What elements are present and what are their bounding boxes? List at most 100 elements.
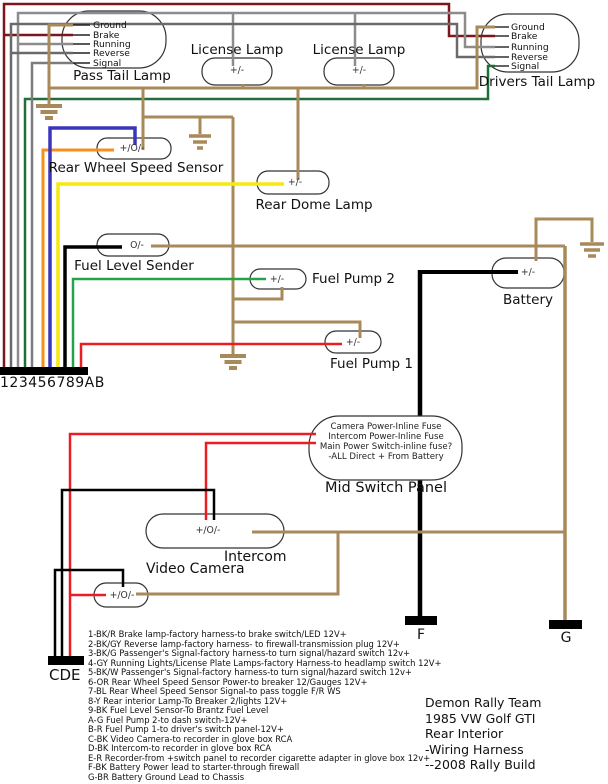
drivers-pin-brake: Brake [511,30,538,42]
wire-ground-fuel-pump-1 [233,320,362,338]
license-lamp-2-label: License Lamp [312,42,406,58]
chassis-ground-symbols [36,104,604,370]
license-lamp-1-label: License Lamp [190,42,284,58]
legend-line: 7-BL Rear Wheel Speed Sensor Signal-to p… [88,686,341,696]
video-camera-label: Video Camera [146,561,245,577]
title-line: -Wiring Harness [425,741,524,757]
connector-bars [0,367,582,665]
wire-ground-pass [47,23,73,106]
license-lamp-2-terminal: +/- [351,65,367,76]
drivers-pin-ground: Ground [511,21,545,33]
wire-reverse-main [9,22,495,369]
legend-line: D-BK Intercom-to recorder in glove box R… [88,743,272,753]
ground-symbol-fuel [220,354,246,370]
fuel-pump-1-terminal: +/- [345,337,361,348]
drivers-tail-lamp-label: Drivers Tail Lamp [478,74,596,90]
legend-line: C-BK Video Camera-to recorder in glove b… [88,733,293,744]
rear-dome-lamp-label: Rear Dome Lamp [255,197,373,213]
pin-stubs [73,24,509,67]
title-line: 1985 VW Golf GTI [425,710,536,726]
wire-fuel-pump-2 [71,277,266,369]
legend-line: F-BK Battery Power lead to starter-throu… [88,762,300,772]
wire-intercom-rca [60,488,216,658]
legend-line: 8-Y Rear interior Lamp-To Breaker 2/ligh… [88,695,288,706]
legend-line: B-R Fuel Pump 1-to driver's switch panel… [88,724,284,734]
wire-signal-pass [30,61,73,369]
drivers-pin-reverse: Reverse [511,51,548,63]
pass-pin-reverse: Reverse [93,47,130,59]
pass-pin-signal: Signal [93,57,122,69]
fuel-pump-2-terminal: +/- [269,274,285,285]
fuel-level-sender-label: Fuel Level Sender [74,258,194,274]
wire-recorder-power [68,432,316,658]
wire-dome-lamp [56,182,284,369]
ground-symbol-tail-harness [36,104,62,120]
rear-wheel-speed-sensor-terminal: +/O/- [119,143,145,154]
title-line: Rear Interior [425,726,504,741]
wire-signal-drivers [23,64,495,369]
wire-ground-fuel-pump-2 [233,287,284,301]
rear-dome-lamp-terminal: +/- [287,177,303,188]
pass-pin-ground: Ground [93,19,127,31]
title-line: Demon Rally Team [425,695,542,710]
legend-line: 2-BK/GY Reverse lamp-factory harness- to… [88,638,400,649]
legend-line: 4-GY Running Lights/License Plate Lamps-… [88,657,442,668]
mid-switch-panel-label: Mid Switch Panel [324,480,448,496]
intercom-label: Intercom [224,549,287,565]
rear-wheel-speed-sensor-label: Rear Wheel Speed Sensor [48,160,224,176]
wire-fuel-level [63,245,122,369]
wire-rwss-power [41,148,114,369]
g-connector-bar [549,620,582,629]
g-connector-label: G [560,630,572,646]
legend-line: 9-BK Fuel Level Sensor-To Brantz Fuel Le… [88,705,269,715]
ground-symbol-mid [189,134,211,150]
wire-running-main [16,11,495,369]
legend-line: A-G Fuel Pump 2-to dash switch-12V+ [88,714,248,725]
drivers-pin-running: Running [511,42,549,53]
component-shapes [61,10,580,608]
wires-layer [2,2,594,658]
wire-camera-rca [53,568,125,658]
fuel-level-sender-terminal: O/- [130,240,144,251]
mid-switch-panel-shape [308,415,463,481]
pass-pin-running: Running [93,38,131,50]
wire-rwss-signal [48,126,137,369]
intercom-terminal: +/O/- [195,525,221,536]
fuel-pump-2-label: Fuel Pump 2 [312,271,395,287]
battery-terminal: +/- [520,267,536,278]
pass-pin-brake: Brake [93,29,120,41]
wire-ground-bus [49,25,495,90]
pass-tail-lamp-label: Pass Tail Lamp [73,68,171,84]
legend-line: 5-BK/W Passenger's Signal-factory harnes… [88,667,412,677]
legend-line: 1-BK/R Brake lamp-factory harness-to bra… [88,629,347,639]
wire-intercom-power [204,441,316,520]
cde-connector-label: CDE [49,666,81,684]
license-lamp-1-terminal: +/- [229,65,245,76]
fuel-pump-1-label: Fuel Pump 1 [330,356,413,372]
drivers-pin-signal: Signal [511,61,540,72]
legend-line: E-R Recorder-from +switch panel to recor… [88,752,431,763]
mid-switch-note-3: Main Power Switch-inline fuse? [319,442,453,452]
wire-fuel-pump-1 [79,342,342,369]
f-connector-label: F [416,627,426,643]
legend-line: G-BR Battery Ground Lead to Chassis [88,771,245,782]
main-harness-connector-label: 123456789AB [0,375,105,391]
battery-label: Battery [503,292,553,308]
legend-line: 6-OR Rear Wheel Speed Sensor Power-to br… [88,676,368,687]
mid-switch-note-4: -ALL Direct + From Battery [328,452,444,462]
main-harness-connector-bar [0,367,88,375]
mid-switch-note-2: Intercom Power-Inline Fuse [328,432,444,442]
legend-line: 3-BK/G Passenger's Signal-factory harnes… [88,648,411,658]
cde-connector-bar [48,656,84,665]
license-lamp-1-shape [201,57,273,86]
wire-battery-ground [534,217,594,261]
video-camera-terminal: +/O/- [109,590,135,601]
license-lamp-2-shape [323,57,395,86]
wire-camera-ground [136,532,340,596]
fuel-pump-1-shape [324,330,382,354]
ground-symbol-battery [580,242,604,258]
f-connector-bar [405,616,437,625]
title-line: --2008 Rally Build [425,757,536,772]
